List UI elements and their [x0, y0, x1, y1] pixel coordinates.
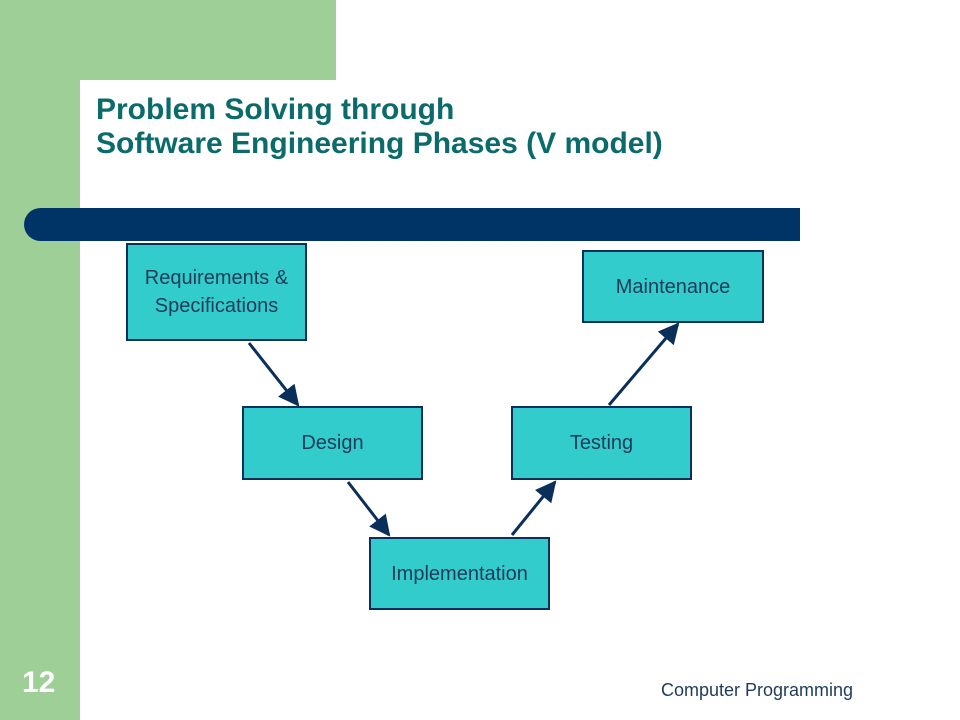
side-panel	[0, 0, 80, 720]
arrow-implementation-to-testing	[510, 480, 557, 536]
slide-title: Problem Solving through Software Enginee…	[96, 93, 663, 161]
arrow-testing-to-maintenance	[607, 322, 680, 406]
maintenance-box: Maintenance	[582, 250, 764, 323]
testing-box: Testing	[511, 406, 692, 480]
footer-text: Computer Programming	[661, 680, 854, 700]
arrow-design-to-implementation	[346, 481, 391, 537]
arrow-requirements-to-design	[247, 342, 300, 407]
slide-title-line-1: Problem Solving through	[96, 93, 455, 126]
maintenance-label: Maintenance	[615, 275, 731, 298]
design-box: Design	[242, 406, 423, 480]
requirements-label: Requirements & Specifications	[144, 267, 289, 317]
slide-title-line-2: Software Engineering Phases (V model)	[96, 127, 663, 160]
top-panel	[80, 0, 336, 80]
implementation-label: Implementation	[391, 562, 528, 585]
implementation-box: Implementation	[369, 537, 550, 610]
design-label: Design	[301, 432, 364, 454]
requirements-box: Requirements & Specifications	[126, 243, 307, 341]
slide-number: 12	[22, 666, 56, 699]
testing-label: Testing	[569, 432, 634, 454]
title-rule-bar	[24, 208, 800, 241]
